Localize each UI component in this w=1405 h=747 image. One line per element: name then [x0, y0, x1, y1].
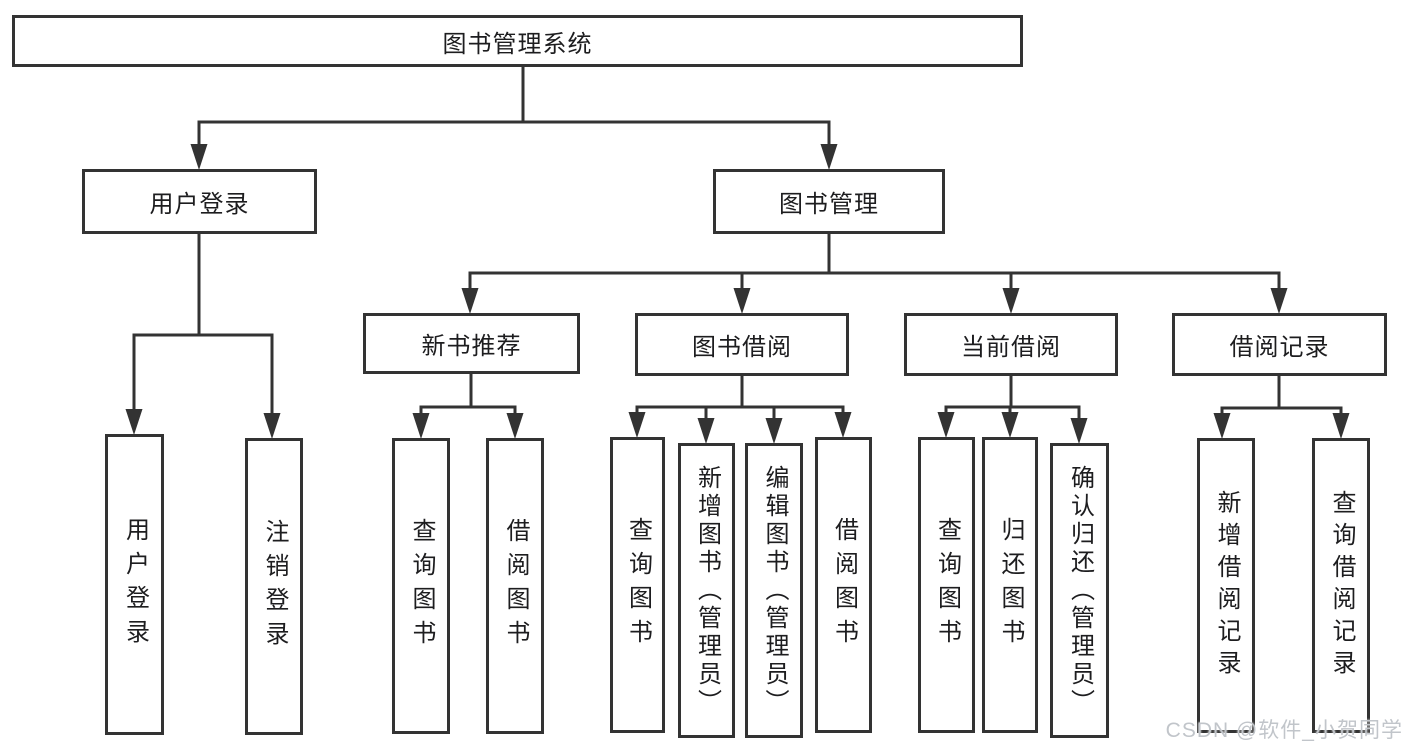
arrowhead-down-icon: [1213, 413, 1231, 439]
arrowhead-down-icon: [697, 418, 715, 444]
leaf-add-borrow-record: 新增借阅记录: [1197, 438, 1255, 733]
arrowhead-down-icon: [1332, 413, 1350, 439]
node-root-label: 图书管理系统: [442, 30, 593, 58]
leaf-recommend-query-book: 查询图书: [392, 438, 450, 734]
node-book-management-label: 图书管理: [779, 191, 879, 218]
node-root: 图书管理系统: [12, 15, 1023, 67]
leaf-user-login: 用户登录: [105, 434, 164, 735]
arrowhead-down-icon: [412, 413, 430, 439]
arrowhead-down-icon: [1070, 418, 1088, 444]
arrowhead-down-icon: [506, 413, 524, 439]
arrowhead-down-icon: [765, 418, 783, 444]
arrowhead-down-icon: [733, 288, 751, 314]
leaf-confirm-return-admin: 确认归还（管理员）: [1050, 443, 1109, 738]
leaf-add-borrow-record-label: 新增借阅记录: [1213, 489, 1240, 682]
node-current-borrow: 当前借阅: [904, 313, 1118, 376]
leaf-logout-label: 注销登录: [261, 518, 288, 655]
leaf-logout: 注销登录: [245, 438, 303, 735]
node-borrow-records: 借阅记录: [1172, 313, 1387, 376]
leaf-recommend-query-book-label: 查询图书: [408, 518, 435, 654]
node-new-book-recommend: 新书推荐: [363, 313, 580, 374]
node-user-login-label: 用户登录: [149, 191, 250, 218]
csdn-watermark: CSDN @软件_小贺同学: [1165, 719, 1403, 742]
leaf-current-query-book: 查询图书: [918, 437, 975, 733]
arrowhead-down-icon: [834, 412, 852, 438]
arrowhead-down-icon: [820, 144, 838, 170]
arrowhead-down-icon: [461, 288, 479, 314]
arrowhead-down-icon: [190, 144, 208, 170]
node-book-borrow: 图书借阅: [635, 313, 849, 376]
leaf-borrow-query-book: 查询图书: [610, 437, 665, 733]
arrowhead-down-icon: [263, 413, 281, 439]
leaf-return-book: 归还图书: [982, 437, 1038, 733]
leaf-add-book-admin: 新增图书（管理员）: [678, 443, 735, 738]
arrowhead-down-icon: [628, 412, 646, 438]
node-book-borrow-label: 图书借阅: [692, 334, 792, 361]
leaf-borrow-query-book-label: 查询图书: [624, 517, 652, 653]
leaf-current-query-book-label: 查询图书: [933, 517, 961, 653]
leaf-return-book-label: 归还图书: [997, 517, 1024, 653]
arrowhead-down-icon: [125, 409, 143, 435]
leaf-borrow-borrow-book-label: 借阅图书: [830, 517, 858, 653]
leaf-edit-book-admin: 编辑图书（管理员）: [745, 443, 803, 738]
node-user-login: 用户登录: [82, 169, 317, 234]
node-new-book-recommend-label: 新书推荐: [421, 333, 522, 360]
leaf-add-book-admin-label: 新增图书（管理员）: [693, 464, 721, 717]
arrowhead-down-icon: [1002, 288, 1020, 314]
node-current-borrow-label: 当前借阅: [961, 334, 1061, 361]
arrowhead-down-icon: [1001, 412, 1019, 438]
leaf-confirm-return-admin-label: 确认归还（管理员）: [1066, 464, 1094, 717]
node-book-management: 图书管理: [713, 169, 945, 234]
arrowhead-down-icon: [937, 412, 955, 438]
node-borrow-records-label: 借阅记录: [1229, 334, 1330, 361]
leaf-recommend-borrow-book: 借阅图书: [486, 438, 544, 734]
leaf-query-borrow-record: 查询借阅记录: [1312, 438, 1370, 733]
leaf-borrow-borrow-book: 借阅图书: [815, 437, 872, 733]
leaf-query-borrow-record-label: 查询借阅记录: [1328, 489, 1355, 682]
leaf-user-login-label: 用户登录: [121, 516, 149, 653]
leaf-recommend-borrow-book-label: 借阅图书: [502, 518, 529, 654]
arrowhead-down-icon: [1270, 288, 1288, 314]
leaf-edit-book-admin-label: 编辑图书（管理员）: [761, 464, 788, 717]
